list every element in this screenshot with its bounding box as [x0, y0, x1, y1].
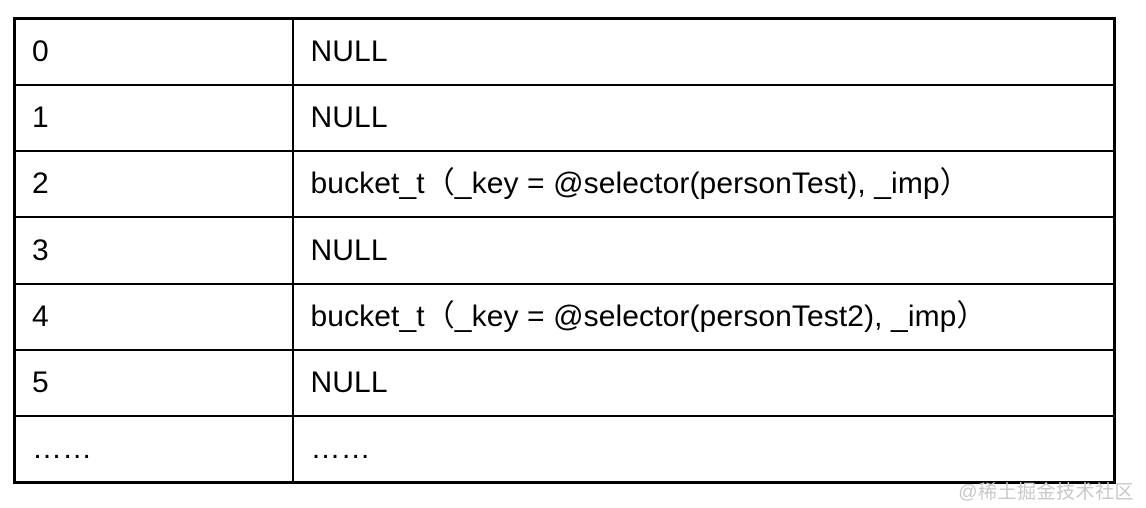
table-row: 0 NULL — [14, 18, 1115, 86]
table-body: 0 NULL 1 NULL 2 bucket_t（_key = @selecto… — [14, 18, 1115, 483]
cell-value: bucket_t（_key = @selector(personTest2), … — [291, 282, 1115, 351]
cell-index: …… — [14, 415, 294, 483]
cell-value: NULL — [291, 83, 1115, 153]
cell-index: 4 — [14, 282, 294, 351]
watermark: @稀土掘金技术社区 — [958, 482, 1134, 503]
table-row: 5 NULL — [14, 348, 1115, 418]
cell-index: 3 — [14, 216, 294, 285]
cell-value: NULL — [291, 216, 1115, 285]
cell-index: 1 — [14, 83, 294, 153]
cell-value: …… — [291, 415, 1115, 483]
table-row: …… …… — [14, 415, 1115, 483]
cell-value: NULL — [291, 18, 1115, 86]
table-row: 2 bucket_t（_key = @selector(personTest),… — [14, 150, 1115, 219]
cell-index: 2 — [14, 150, 294, 219]
cell-index: 5 — [14, 348, 294, 418]
cell-value: NULL — [291, 348, 1115, 418]
cell-index: 0 — [14, 18, 294, 86]
cell-value: bucket_t（_key = @selector(personTest), _… — [291, 150, 1115, 219]
table-row: 3 NULL — [14, 216, 1115, 285]
table-row: 1 NULL — [14, 83, 1115, 153]
bucket-array-table: 0 NULL 1 NULL 2 bucket_t（_key = @selecto… — [13, 17, 1116, 484]
table-row: 4 bucket_t（_key = @selector(personTest2)… — [14, 282, 1115, 351]
